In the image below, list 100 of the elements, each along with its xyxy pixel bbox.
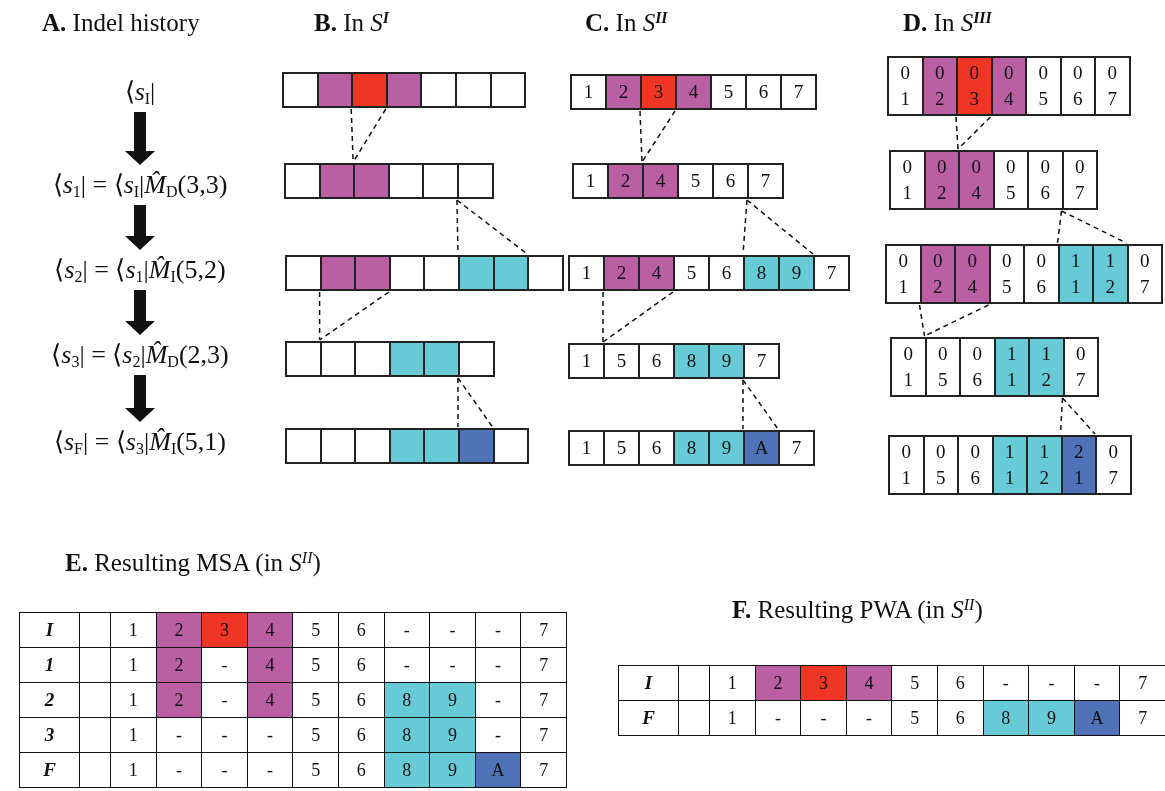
sequence-cell: [708, 255, 745, 291]
panel-heading: C. In S$^{II}$: [585, 8, 668, 38]
cell-index: 8: [686, 349, 697, 373]
cell-index: 4: [651, 261, 662, 285]
sequence-cell: [708, 343, 745, 379]
alignment-cell: -: [202, 648, 248, 683]
alignment-cell: -: [247, 753, 294, 788]
cell-index: 0: [903, 342, 913, 366]
cell-index: 5: [1038, 87, 1048, 111]
cell-index: 0: [935, 61, 945, 85]
cell-index: 0: [901, 440, 911, 464]
sequence-cell: [1095, 435, 1132, 495]
sequence-cell: [285, 341, 322, 377]
sequence-cell: [673, 343, 710, 379]
alignment-cell: 1: [111, 718, 157, 753]
cell-index: 5: [1002, 275, 1012, 299]
panel-heading: F. Resulting PWA (in S$^{II}$): [732, 595, 983, 625]
sequence-cell: [673, 430, 710, 466]
sequence-cell: [956, 56, 993, 116]
sequence-cell: [423, 428, 460, 464]
sequence-cell: [677, 163, 714, 199]
alignment-cell: -: [202, 683, 248, 718]
sequence-cell: [673, 255, 710, 291]
alignment-cell: 5: [892, 701, 938, 736]
dashed-connector: [456, 199, 528, 255]
alignment-cell: 4: [247, 683, 294, 718]
sequence-cell: [423, 255, 460, 291]
cell-index: 2: [618, 80, 629, 104]
dashed-connector: [918, 304, 926, 337]
sequence-cell: [354, 428, 391, 464]
alignment-cell: -: [801, 701, 847, 736]
sequence-name: 2: [20, 683, 80, 718]
panel-heading: A. Indel history: [42, 8, 200, 38]
alignment-cell: -: [475, 648, 522, 683]
sequence-cell: [813, 255, 850, 291]
cell-index: 7: [756, 349, 767, 373]
sequence-name: I: [619, 666, 679, 701]
alignment-cell: -: [156, 753, 203, 788]
cell-index: A: [754, 436, 769, 460]
sequence-cell: [572, 163, 609, 199]
alignment-cell: -: [384, 613, 431, 648]
equation: ⟨s$_{F}$| = ⟨s$_{3}$|M̂$_{I}$(5,1): [53, 426, 227, 458]
cell-index: 0: [1006, 155, 1016, 179]
sequence-cell: [1027, 150, 1064, 210]
sequence-cell: [778, 430, 815, 466]
sequence-cell: [743, 255, 780, 291]
alignment-cell: 1: [111, 648, 157, 683]
equation: ⟨s$_{3}$| = ⟨s$_{2}$|M̂$_{D}$(2,3): [51, 339, 229, 371]
alignment-cell: -: [202, 718, 248, 753]
cell-index: 6: [758, 80, 769, 104]
cell-index: 1: [1007, 368, 1017, 392]
alignment-cell: 5: [293, 683, 339, 718]
alignment-cell: 9: [430, 753, 476, 788]
sequence-cell: [638, 343, 675, 379]
cell-index: 7: [1107, 87, 1117, 111]
cell-index: 2: [933, 275, 943, 299]
cell-index: 5: [616, 436, 627, 460]
alignment-cell: -: [430, 648, 476, 683]
sequence-cell: [570, 74, 607, 110]
dashed-connector: [1060, 210, 1128, 244]
cell-index: 5: [938, 368, 948, 392]
dashed-connector: [641, 110, 676, 163]
sequence-cell: [568, 430, 605, 466]
cell-index: 1: [903, 368, 913, 392]
alignment-cell: -: [247, 718, 294, 753]
cell-index: 6: [721, 261, 732, 285]
cell-index: 0: [1038, 61, 1048, 85]
sequence-cell: [958, 150, 995, 210]
alignment-cell: 3: [801, 666, 847, 701]
cell-index: 5: [936, 466, 946, 490]
panel-heading: E. Resulting MSA (in S$^{II}$): [65, 548, 321, 578]
alignment-cell: 8: [384, 753, 431, 788]
sequence-cell: [351, 72, 388, 108]
block-arrow: [125, 375, 155, 422]
alignment-cell: 6: [937, 701, 984, 736]
cell-index: 6: [972, 368, 982, 392]
alignment-cell: -: [475, 613, 522, 648]
sequence-cell: [285, 255, 322, 291]
sequence-cell: [889, 150, 926, 210]
sequence-cell: [489, 72, 527, 108]
alignment-cell: 4: [247, 648, 294, 683]
cell-index: 7: [760, 169, 771, 193]
dashed-connector: [1061, 397, 1096, 435]
sequence-cell: [527, 255, 564, 291]
alignment-cell: 9: [430, 683, 476, 718]
alignment-cell: 2: [156, 648, 203, 683]
cell-index: 0: [967, 249, 977, 273]
cell-index: 0: [1073, 61, 1083, 85]
sequence-cell: [640, 74, 677, 110]
cell-index: 7: [1140, 275, 1150, 299]
cell-index: 0: [1004, 61, 1014, 85]
alignment-cell: -: [1074, 666, 1121, 701]
sequence-cell: [743, 343, 780, 379]
cell-index: 4: [967, 275, 977, 299]
sequence-cell: [605, 74, 642, 110]
alignment-cell: A: [1074, 701, 1121, 736]
cell-index: 3: [653, 80, 664, 104]
sequence-cell: [890, 337, 927, 397]
block-arrow: [125, 290, 155, 335]
cell-index: 0: [902, 155, 912, 179]
